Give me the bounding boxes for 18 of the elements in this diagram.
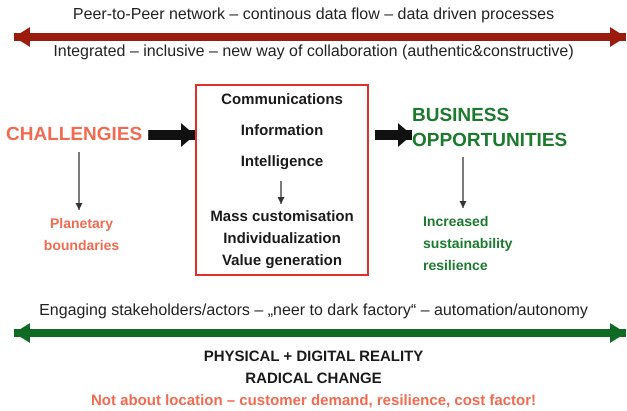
summary-heading: PHYSICAL + DIGITAL REALITY bbox=[204, 348, 424, 365]
sub-label: Planetary boundaries bbox=[34, 212, 129, 256]
opportunities-heading: BUSINESS OPPORTUNITIES bbox=[412, 103, 602, 153]
banner-text: Peer-to-Peer network – continous data flow – data driven processes bbox=[72, 6, 554, 24]
highlight-frame bbox=[195, 84, 369, 276]
arrow bbox=[76, 152, 82, 210]
arrow bbox=[375, 123, 412, 147]
banner-text: Integrated – inclusive – new way of collaboration (authentic&constructive) bbox=[53, 43, 574, 61]
note-text: Not about location – customer demand, resilience, cost factor! bbox=[90, 392, 536, 409]
challenges-heading: CHALLENGIES bbox=[6, 122, 142, 148]
banner-text: Engaging stakeholders/actors – „neer to dark factory“ – automation/autonomy bbox=[39, 302, 588, 320]
outcome-list: Mass customisation Individualization Value generation bbox=[207, 206, 357, 272]
arrow bbox=[148, 123, 195, 147]
topic-list: Communications Information Intelligence bbox=[217, 84, 347, 177]
summary-heading: RADICAL CHANGE bbox=[245, 370, 382, 387]
sub-label: Increased sustainability resilience bbox=[423, 210, 548, 276]
arrow bbox=[460, 157, 466, 208]
arrow bbox=[278, 181, 284, 204]
